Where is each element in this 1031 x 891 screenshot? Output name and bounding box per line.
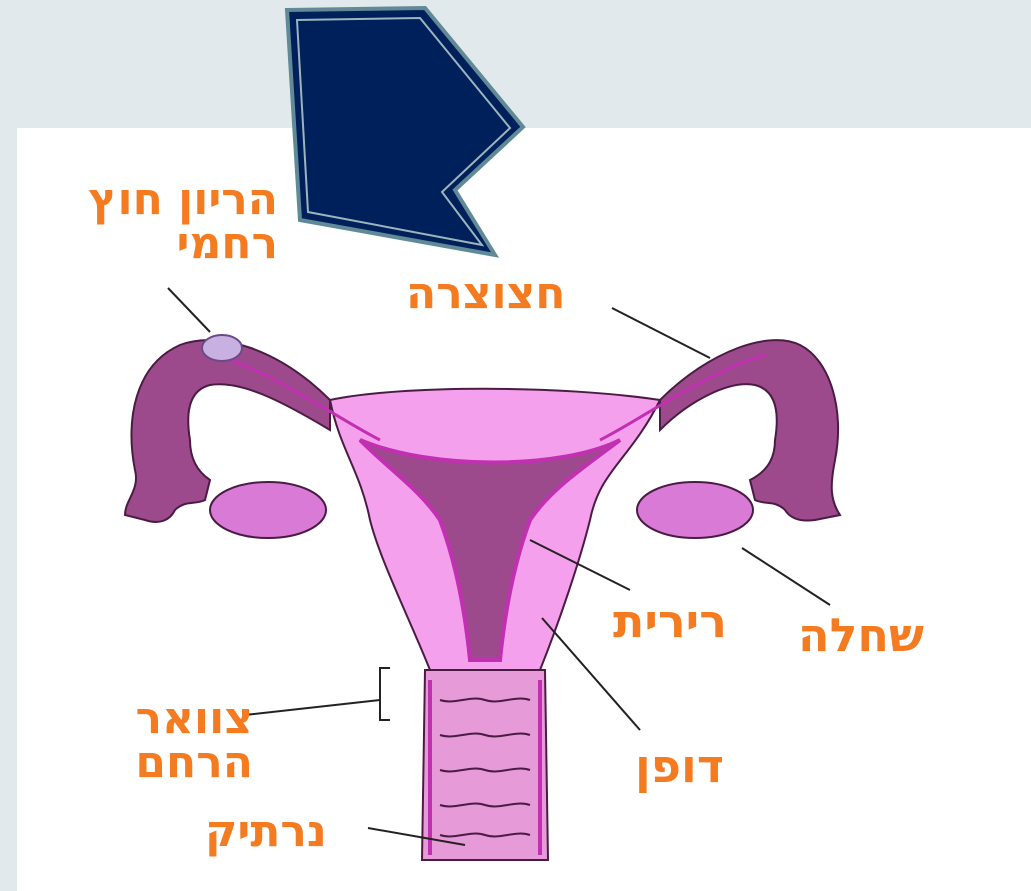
label-ovary: שחלה xyxy=(798,612,924,658)
leader-cervix xyxy=(245,668,390,720)
label-endometrium: רירית xyxy=(613,598,727,644)
ectopic-pregnancy-site xyxy=(202,335,242,361)
left-ovary xyxy=(210,482,326,538)
arrow-pointing-down-right-icon xyxy=(287,8,523,255)
label-uterine-wall: דופן xyxy=(635,743,724,789)
vagina xyxy=(422,670,548,860)
label-vagina: נרתיק xyxy=(205,810,327,854)
label-fallopian-tube: חצוצרה xyxy=(406,272,566,316)
leader-ectopic xyxy=(168,288,210,332)
label-cervix: צוואר הרחם xyxy=(85,697,253,785)
label-ectopic-pregnancy: הריון חוץ רחמי xyxy=(50,178,278,266)
right-ovary xyxy=(637,482,753,538)
leader-ovary xyxy=(742,548,830,605)
leader-tube xyxy=(612,308,710,358)
